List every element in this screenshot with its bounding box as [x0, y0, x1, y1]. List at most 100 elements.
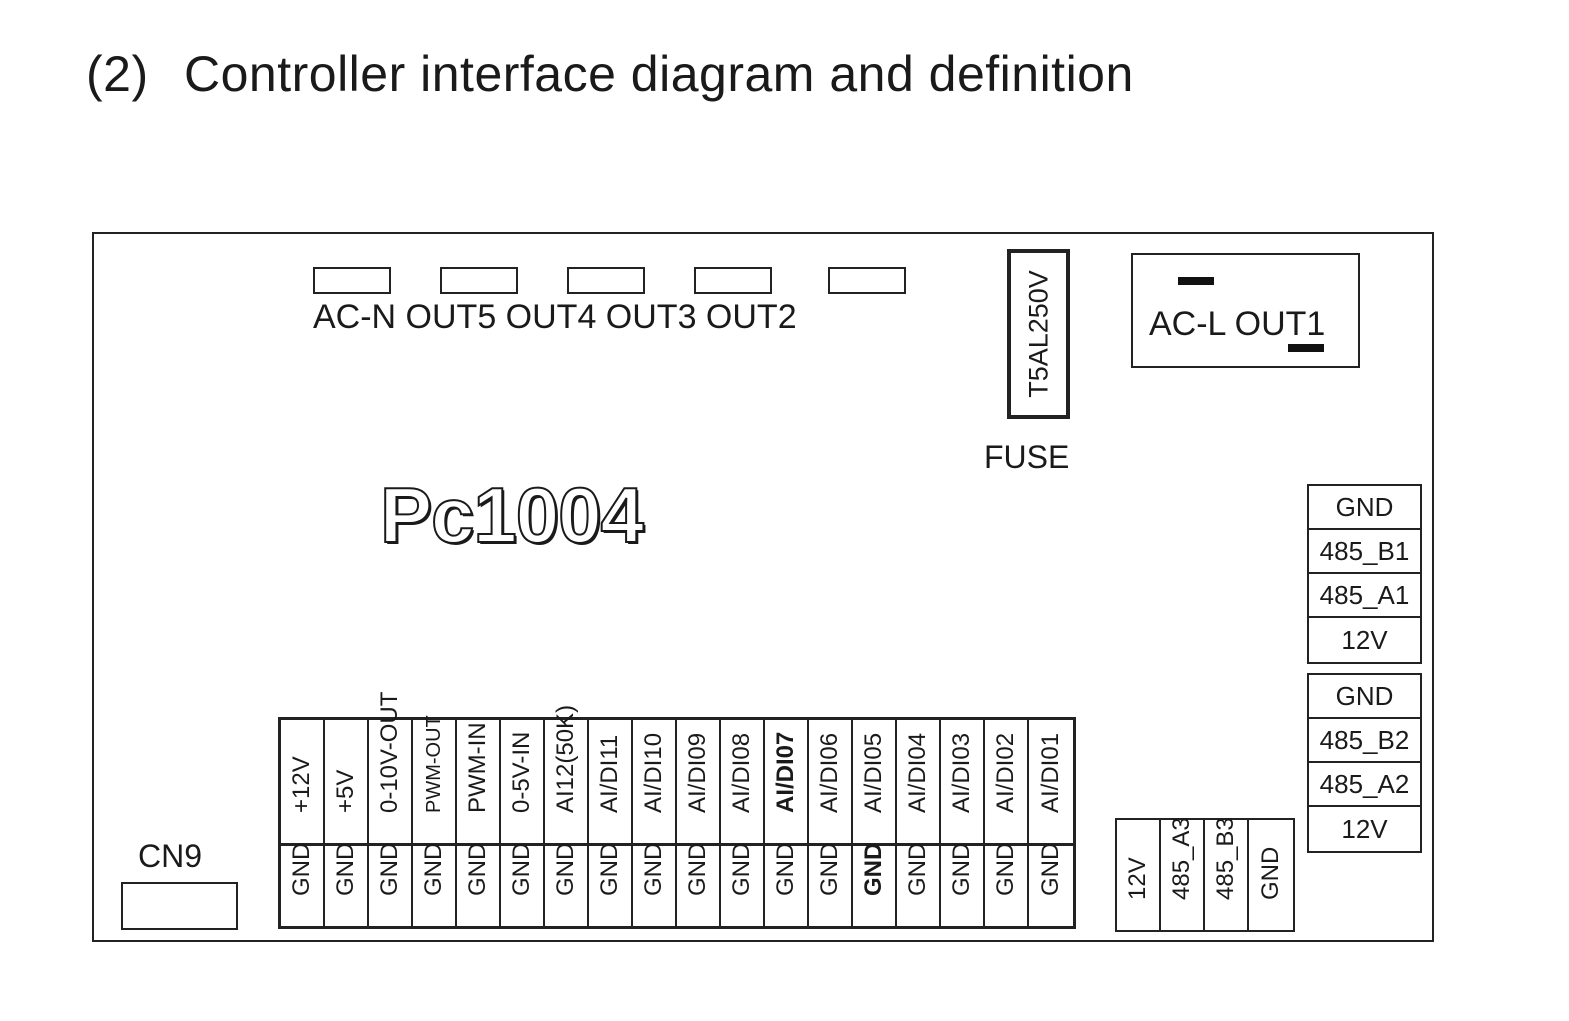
- model-name: Pc1004: [379, 470, 645, 560]
- heading-number: (2): [86, 46, 149, 102]
- terminal-signal-label: PWM-OUT: [423, 715, 445, 813]
- pin-label: 12V: [1341, 813, 1388, 844]
- pin-label: 12V: [1341, 624, 1388, 655]
- pin-label: 12V: [1124, 857, 1151, 900]
- ac-l-out1-terminal: AC-L OUT1: [1131, 253, 1360, 368]
- terminal-cell: AI/DI04: [897, 720, 939, 846]
- terminal-signal-label: 0-5V-IN: [508, 731, 535, 813]
- terminal-cell: GND: [325, 842, 367, 926]
- terminal-signal-label: AI/DI05: [860, 732, 887, 813]
- terminal-column: +12V GND: [281, 720, 325, 926]
- terminal-ground-label: GND: [508, 842, 535, 896]
- terminal-ground-label: GND: [332, 842, 359, 896]
- pin-label: 485_B2: [1309, 719, 1420, 763]
- rs485-3-pin: GND: [1249, 820, 1293, 930]
- terminal-ground-label: GND: [816, 842, 843, 896]
- terminal-cell: AI12(50K): [545, 705, 587, 846]
- terminal-cell: GND: [1029, 842, 1073, 926]
- terminal-cell: AI/DI05: [853, 720, 895, 846]
- terminal-signal-label: AI/DI04: [904, 732, 931, 813]
- terminal-signal-label: AI12(50K): [552, 704, 579, 813]
- pin-label: 485_B3: [1212, 817, 1239, 900]
- terminal-cell: GND: [501, 842, 543, 926]
- terminal-signal-label: 0-10V-OUT: [376, 691, 403, 813]
- terminal-cell: PWM-IN: [457, 720, 499, 846]
- terminal-column: +5V GND: [325, 720, 369, 926]
- terminal-cell: AI/DI10: [633, 720, 675, 846]
- terminal-signal-label: +12V: [288, 756, 315, 813]
- rs485-3-pin: 485_A3: [1161, 817, 1205, 930]
- terminal-cell: AI/DI02: [985, 720, 1027, 846]
- terminal-cell: GND: [985, 842, 1027, 926]
- terminal-signal-label: AI/DI09: [684, 732, 711, 813]
- terminal-mark: [1288, 344, 1324, 352]
- terminal-cell: +5V: [325, 720, 367, 846]
- terminal-cell: AI/DI06: [809, 720, 851, 846]
- pin-label: 485_A3: [1168, 817, 1195, 900]
- terminal-ground-label: GND: [376, 842, 403, 896]
- terminal-ground-label: GND: [904, 842, 931, 896]
- terminal-ground-label: GND: [860, 842, 887, 896]
- terminal-cell: GND: [633, 843, 675, 926]
- terminal-signal-label: AI/DI11: [596, 734, 623, 813]
- pin-label: GND: [1309, 486, 1420, 530]
- cn9-label: CN9: [138, 838, 203, 874]
- controller-board: [92, 232, 1434, 942]
- rs485-3-pin: 485_B3: [1205, 817, 1249, 930]
- rs485-connector-3: 12V 485_A3 485_B3 GND: [1115, 817, 1295, 932]
- terminal-ground-label: GND: [1037, 842, 1064, 896]
- pin-label: 485_B1: [1309, 530, 1420, 574]
- terminal-column: PWM-OUT GND: [413, 715, 457, 926]
- pin-label: 485_A1: [1309, 574, 1420, 618]
- terminal-cell: GND: [941, 842, 983, 926]
- terminal-cell: GND: [589, 843, 631, 926]
- terminal-column: 0-10V-OUT GND: [369, 692, 413, 926]
- terminal-cell: AI/DI01: [1029, 720, 1073, 846]
- fuse-label: FUSE: [984, 439, 1070, 475]
- terminal-ground-label: GND: [420, 842, 447, 896]
- terminal-cell: +12V: [281, 720, 323, 846]
- terminal-signal-label: AI/DI03: [948, 732, 975, 813]
- terminal-cell: GND: [809, 842, 851, 926]
- terminal-ground-label: GND: [948, 842, 975, 896]
- terminal-ground-label: GND: [728, 842, 755, 896]
- fuse: T5AL250V: [1007, 249, 1070, 419]
- terminal-cell: GND: [281, 842, 323, 926]
- relay-terminal-out2: [828, 267, 906, 294]
- relay-terminal-ac-n: [313, 267, 391, 294]
- terminal-signal-label: AI/DI07: [772, 731, 799, 813]
- pin-label: GND: [1309, 675, 1420, 719]
- terminal-cell: GND: [369, 842, 411, 926]
- terminal-cell: GND: [765, 842, 807, 926]
- terminal-ground-label: GND: [992, 842, 1019, 896]
- terminal-signal-label: AI/DI02: [992, 732, 1019, 813]
- terminal-cell: 0-5V-IN: [501, 720, 543, 846]
- terminal-signal-label: AI/DI08: [728, 732, 755, 813]
- terminal-mark: [1178, 277, 1214, 285]
- relay-labels: AC-N OUT5 OUT4 OUT3 OUT2: [313, 298, 797, 336]
- terminal-ground-label: GND: [772, 842, 799, 896]
- terminal-column: 0-5V-IN GND: [501, 720, 545, 926]
- rs485-connector-1: GND 485_B1 485_A1 12V: [1307, 484, 1422, 664]
- terminal-cell: GND: [457, 843, 499, 926]
- heading-text: Controller interface diagram and definit…: [184, 46, 1134, 102]
- pin-label: 485_A2: [1309, 763, 1420, 807]
- relay-terminal-out4: [567, 267, 645, 294]
- terminal-signal-label: AI/DI06: [816, 732, 843, 813]
- terminal-cell: GND: [545, 843, 587, 926]
- terminal-cell: 0-10V-OUT: [369, 692, 411, 846]
- terminal-cell: GND: [853, 842, 895, 926]
- terminal-signal-label: +5V: [332, 769, 359, 813]
- terminal-ground-label: GND: [288, 842, 315, 896]
- terminal-cell: GND: [721, 842, 763, 926]
